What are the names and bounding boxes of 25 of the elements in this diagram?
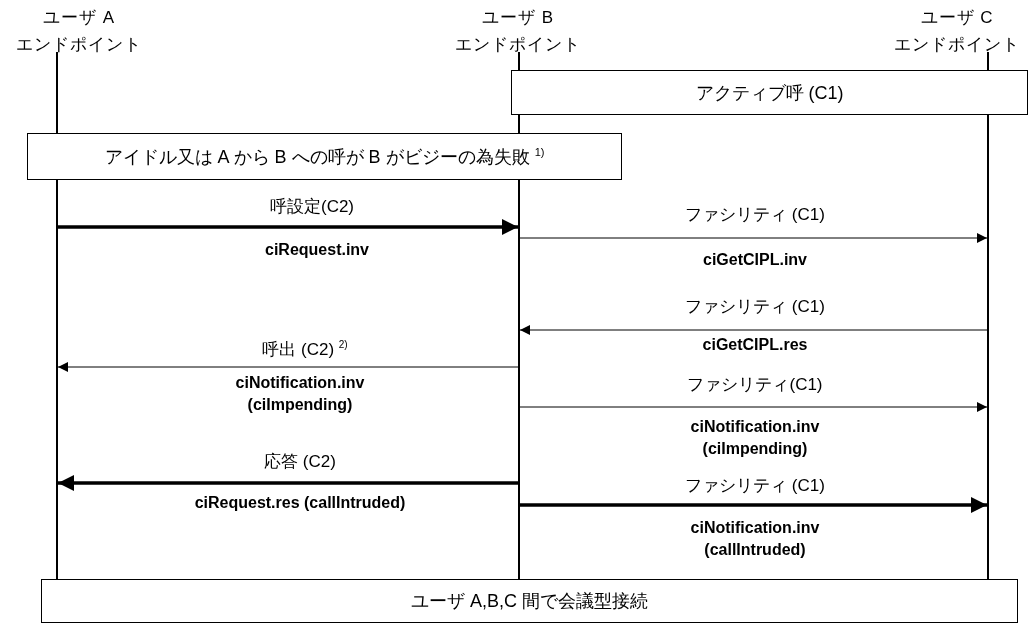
message-name: ciGetCIPL.inv [702,250,808,270]
lifeline [987,52,989,580]
message-arrow [520,497,987,513]
message-name: ciRequest.res (callIntruded) [193,493,407,513]
participant-name: ユーザ C [920,7,994,29]
state-box: アクティブ呼 (C1) [511,70,1028,115]
participant-name: ユーザ A [42,7,116,29]
participant-name: エンドポイント [894,34,1020,56]
message-arrow [58,219,518,235]
participant-name: ユーザ B [481,7,555,29]
message-arrow [58,475,518,491]
lifeline [56,52,58,580]
participant-name: エンドポイント [455,34,581,56]
participant-name: エンドポイント [16,34,142,56]
message-name: ciNotification.inv (ciImpending) [689,417,821,459]
message-name: ciGetCIPL.res [701,335,809,355]
message-name: ciRequest.inv [264,240,370,260]
message-arrow [519,233,988,243]
message-arrow [57,362,519,372]
state-box: ユーザ A,B,C 間で会議型接続 [41,579,1018,623]
message-arrow [519,402,988,412]
message-arrow [519,325,988,335]
message-name: ciNotification.inv (callIntruded) [689,518,821,560]
state-box: アイドル又は A から B への呼が B がビジーの為失敗 $^{1)}$ [27,133,622,180]
message-name: ciNotification.inv (ciImpending) [234,373,366,415]
